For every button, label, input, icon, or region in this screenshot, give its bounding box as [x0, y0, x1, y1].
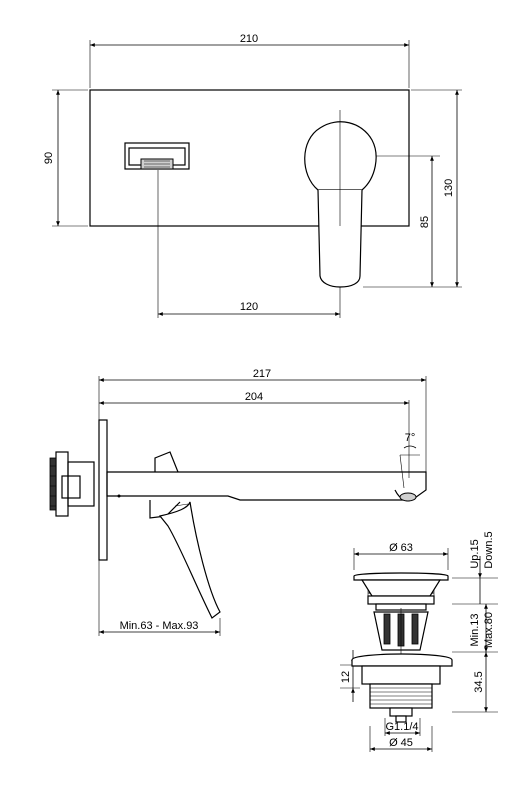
- dim-travel-down: Down.5: [483, 531, 495, 568]
- dim-spacing: 120: [240, 301, 258, 313]
- in-wall-body: [49, 451, 95, 517]
- dim-bottom-diameter: Ø 45: [389, 737, 413, 749]
- lever-side: [149, 451, 221, 619]
- dim-thread: G1.1/4: [385, 721, 418, 733]
- dim-thread-length: 34.5: [473, 671, 485, 692]
- waste-cap: [353, 572, 449, 611]
- dim-spout-angle: 7°: [405, 432, 416, 444]
- mixer-handle: [304, 110, 377, 288]
- dim-width: 210: [240, 33, 258, 45]
- waste-stem: [373, 608, 429, 660]
- dim-height: 90: [43, 152, 55, 164]
- dim-flange: 12: [340, 671, 352, 683]
- dim-wall-depth: Min.63 - Max.93: [120, 620, 199, 632]
- side-view: 217 204 7° Min.63 - Max.93: [49, 368, 427, 636]
- front-view: 210 90 130 85 120: [43, 33, 462, 318]
- dim-cap-diameter: Ø 63: [389, 542, 413, 554]
- dim-min: Min.13: [469, 613, 481, 646]
- dim-max: Max.80: [483, 612, 495, 648]
- wall-plate-side: [98, 419, 108, 561]
- dim-handle-height: 130: [443, 179, 455, 197]
- dim-spout-projection: 204: [245, 391, 263, 403]
- spout-outlet: [124, 142, 190, 170]
- wall-plate: [89, 89, 410, 227]
- spout-side: [106, 471, 427, 502]
- waste-view: Ø 63 63 Up.15 Down.5 Min.13 Max.80 34.5 …: [340, 531, 498, 752]
- dim-travel-up: Up.15: [469, 539, 481, 568]
- dim-total-projection: 217: [253, 368, 271, 380]
- waste-body: [351, 653, 453, 723]
- dim-spout-offset: 85: [419, 216, 431, 228]
